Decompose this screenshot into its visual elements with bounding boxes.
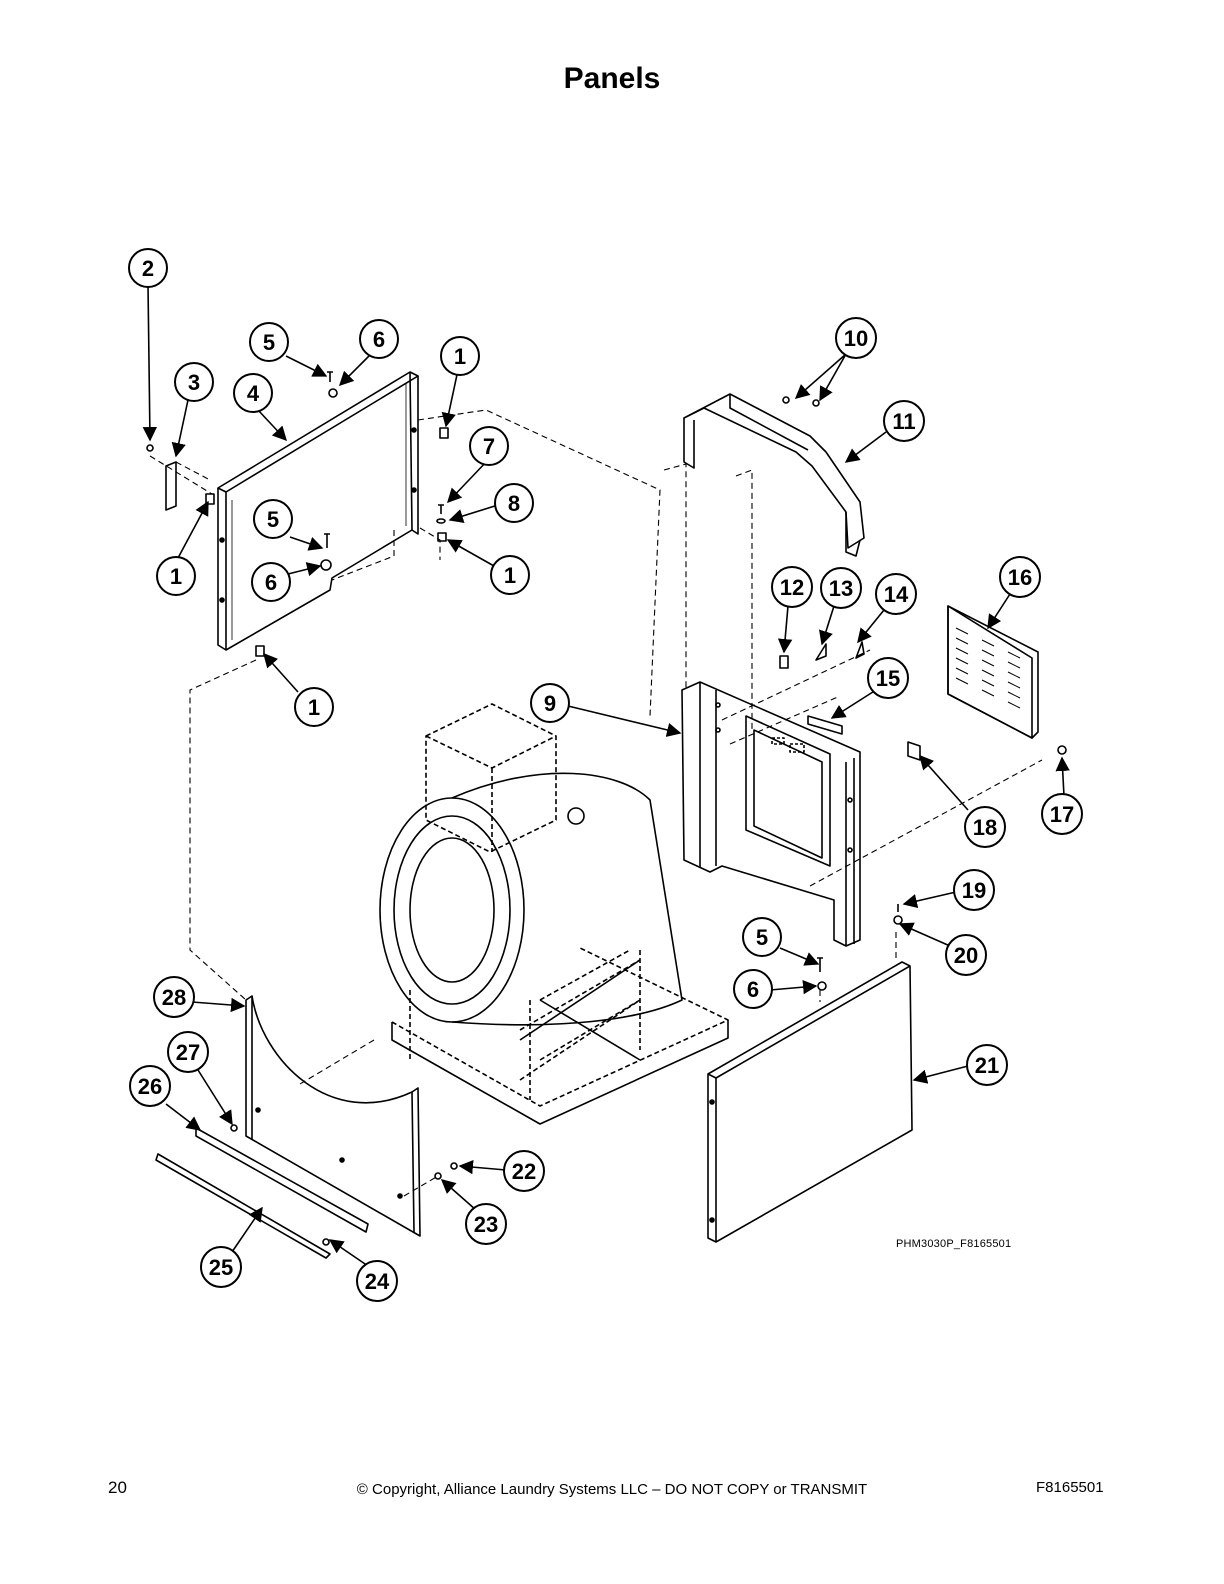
callout-label: 18 xyxy=(973,815,997,840)
callout-label: 6 xyxy=(265,570,277,595)
top-duct-drawing xyxy=(683,393,865,557)
callout-label: 16 xyxy=(1008,565,1032,590)
callout-5: 5 xyxy=(253,499,293,539)
front-lower-panel-drawing xyxy=(155,995,458,1259)
callout-16: 16 xyxy=(999,556,1041,598)
callout-10: 10 xyxy=(835,317,877,359)
callout-6: 6 xyxy=(251,562,291,602)
callout-1: 1 xyxy=(294,687,334,727)
callout-1: 1 xyxy=(156,556,196,596)
callout-label: 25 xyxy=(209,1255,233,1280)
callout-label: 8 xyxy=(508,491,520,516)
callout-23: 23 xyxy=(465,1203,507,1245)
callout-label: 3 xyxy=(188,370,200,395)
callout-label: 28 xyxy=(162,985,186,1010)
callout-18: 18 xyxy=(964,806,1006,848)
callout-label: 4 xyxy=(247,381,260,406)
louvered-panel-drawing xyxy=(947,605,1067,755)
callout-label: 1 xyxy=(170,564,182,589)
callout-label: 24 xyxy=(365,1269,390,1294)
callout-label: 1 xyxy=(504,563,516,588)
callout-17: 17 xyxy=(1041,793,1083,835)
callout-13: 13 xyxy=(820,567,862,609)
callout-2: 2 xyxy=(128,248,168,288)
callout-9: 9 xyxy=(530,683,570,723)
callout-19: 19 xyxy=(953,869,995,911)
callout-5: 5 xyxy=(742,917,782,957)
callout-label: 5 xyxy=(756,925,768,950)
callout-label: 5 xyxy=(267,507,279,532)
callout-label: 11 xyxy=(892,409,915,434)
callout-label: 19 xyxy=(962,878,986,903)
callout-label: 7 xyxy=(483,434,495,459)
page-number: 20 xyxy=(108,1478,127,1497)
callout-27: 27 xyxy=(167,1031,209,1073)
callout-label: 1 xyxy=(454,344,466,369)
callout-28: 28 xyxy=(153,976,195,1018)
drum-assembly-drawing xyxy=(379,703,729,1125)
callout-label: 21 xyxy=(975,1053,999,1078)
callout-26: 26 xyxy=(129,1065,171,1107)
callout-label: 13 xyxy=(829,576,853,601)
callout-label: 22 xyxy=(512,1159,536,1184)
callout-label: 1 xyxy=(308,695,320,720)
callout-25: 25 xyxy=(200,1246,242,1288)
callout-label: 14 xyxy=(884,582,909,607)
callout-1: 1 xyxy=(490,555,530,595)
callout-label: 15 xyxy=(876,666,900,691)
callout-4: 4 xyxy=(233,373,273,413)
right-side-panel-drawing xyxy=(707,904,913,1243)
callout-label: 26 xyxy=(138,1074,162,1099)
callout-3: 3 xyxy=(174,362,214,402)
callout-label: 6 xyxy=(373,327,385,352)
callout-7: 7 xyxy=(469,426,509,466)
callout-22: 22 xyxy=(503,1150,545,1192)
callout-label: 12 xyxy=(780,575,804,600)
callout-label: 27 xyxy=(176,1040,200,1065)
callout-5: 5 xyxy=(249,322,289,362)
callout-24: 24 xyxy=(356,1260,398,1302)
callout-label: 20 xyxy=(954,943,978,968)
callout-14: 14 xyxy=(875,573,917,615)
callout-8: 8 xyxy=(494,483,534,523)
figure-reference: PHM3030P_F8165501 xyxy=(896,1238,1012,1250)
back-panel-drawing xyxy=(681,641,921,947)
callout-20: 20 xyxy=(945,934,987,976)
page-title: Panels xyxy=(563,62,661,95)
callout-6: 6 xyxy=(733,969,773,1009)
callout-label: 9 xyxy=(544,691,556,716)
alignment-lines xyxy=(149,409,1043,1197)
callout-1: 1 xyxy=(440,336,480,376)
callout-6: 6 xyxy=(359,319,399,359)
document-id: F8165501 xyxy=(1036,1479,1104,1496)
callout-label: 5 xyxy=(263,330,275,355)
callout-label: 10 xyxy=(844,326,868,351)
callout-11: 11 xyxy=(883,400,925,442)
callout-label: 6 xyxy=(747,977,759,1002)
callout-label: 23 xyxy=(474,1212,498,1237)
callout-12: 12 xyxy=(771,566,813,608)
callout-15: 15 xyxy=(867,657,909,699)
callout-label: 17 xyxy=(1050,802,1074,827)
callout-label: 2 xyxy=(142,256,154,281)
leader-lines xyxy=(142,284,1070,1267)
callout-21: 21 xyxy=(966,1044,1008,1086)
top-left-panel-drawing xyxy=(146,371,449,657)
copyright-notice: © Copyright, Alliance Laundry Systems LL… xyxy=(356,1481,868,1498)
